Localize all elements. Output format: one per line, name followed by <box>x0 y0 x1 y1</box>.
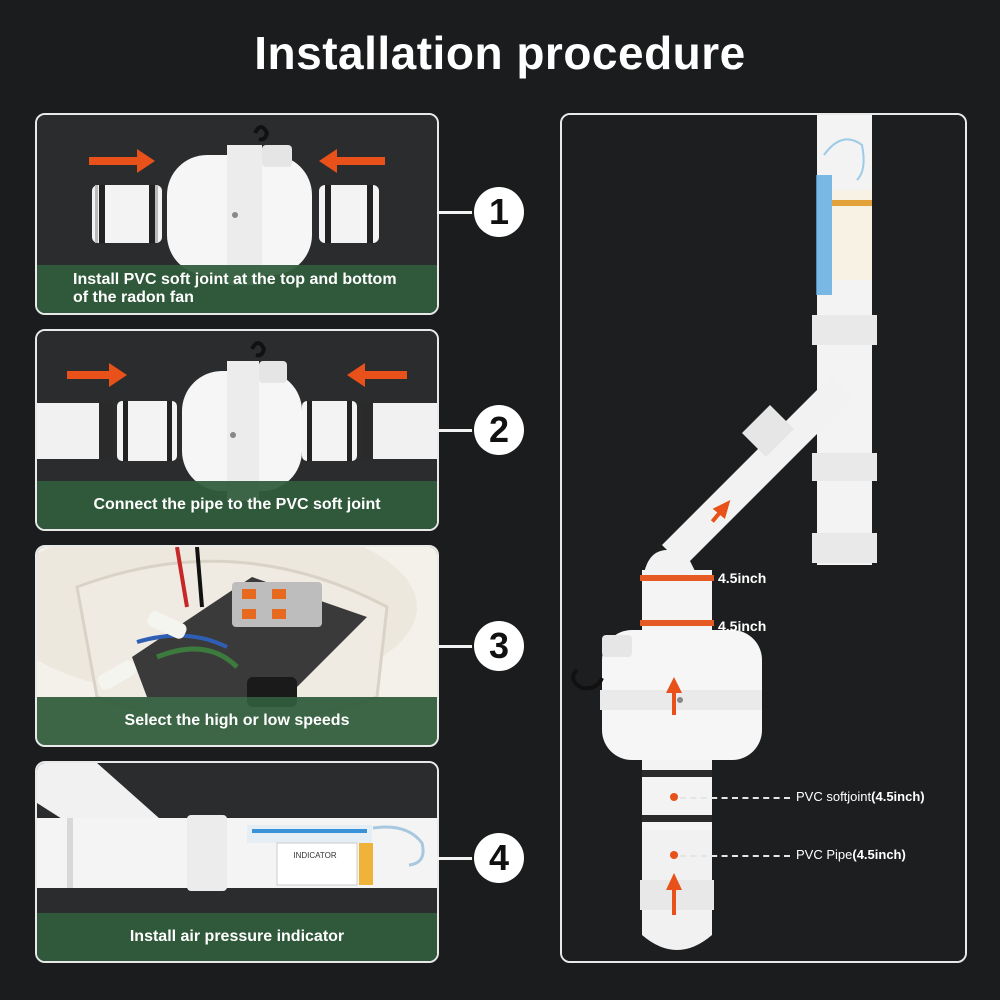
step-4-badge: 4 <box>474 833 524 883</box>
step-3-badge: 3 <box>474 621 524 671</box>
step-1-caption: Install PVC soft joint at the top and bo… <box>37 265 437 313</box>
indicator-sticker-text: INDICATOR <box>293 851 336 860</box>
softjoint-label: PVC softjoint(4.5inch) <box>796 789 925 804</box>
step-3-connector <box>437 645 477 648</box>
step-1-connector <box>437 211 477 214</box>
pipe-label-text: PVC Pipe <box>796 847 853 862</box>
softjoint-label-text: PVC softjoint <box>796 789 872 804</box>
step-1-panel: Install PVC soft joint at the top and bo… <box>35 113 439 315</box>
assembled-radon-system-illustration <box>562 115 965 961</box>
pipe-leader-line <box>680 855 790 857</box>
softjoint-size-text: (4.5inch) <box>871 789 925 804</box>
pipe-label: PVC Pipe(4.5inch) <box>796 847 906 862</box>
pressure-indicator-illustration: INDICATOR <box>37 763 437 961</box>
step-1-badge: 1 <box>474 187 524 237</box>
step-2-connector <box>437 429 477 432</box>
clamp-size-label-upper: 4.5inch <box>718 570 767 586</box>
softjoint-leader-line <box>680 797 790 799</box>
assembled-system-panel: 4.5inch 4.5inch PVC softjoint(4.5inch) P… <box>560 113 967 963</box>
step-3-panel: Select the high or low speeds <box>35 545 439 747</box>
step-4-panel: INDICATOR Install air pressure indicator <box>35 761 439 963</box>
step-4-caption: Install air pressure indicator <box>37 913 437 961</box>
step-2-panel: Connect the pipe to the PVC soft joint <box>35 329 439 531</box>
step-2-badge: 2 <box>474 405 524 455</box>
pipe-size-text: (4.5inch) <box>852 847 906 862</box>
clamp-size-label-lower: 4.5inch <box>718 618 767 634</box>
step-4-connector <box>437 857 477 860</box>
page-title: Installation procedure <box>254 27 746 79</box>
step-3-caption: Select the high or low speeds <box>37 697 437 745</box>
step-2-caption: Connect the pipe to the PVC soft joint <box>37 481 437 529</box>
